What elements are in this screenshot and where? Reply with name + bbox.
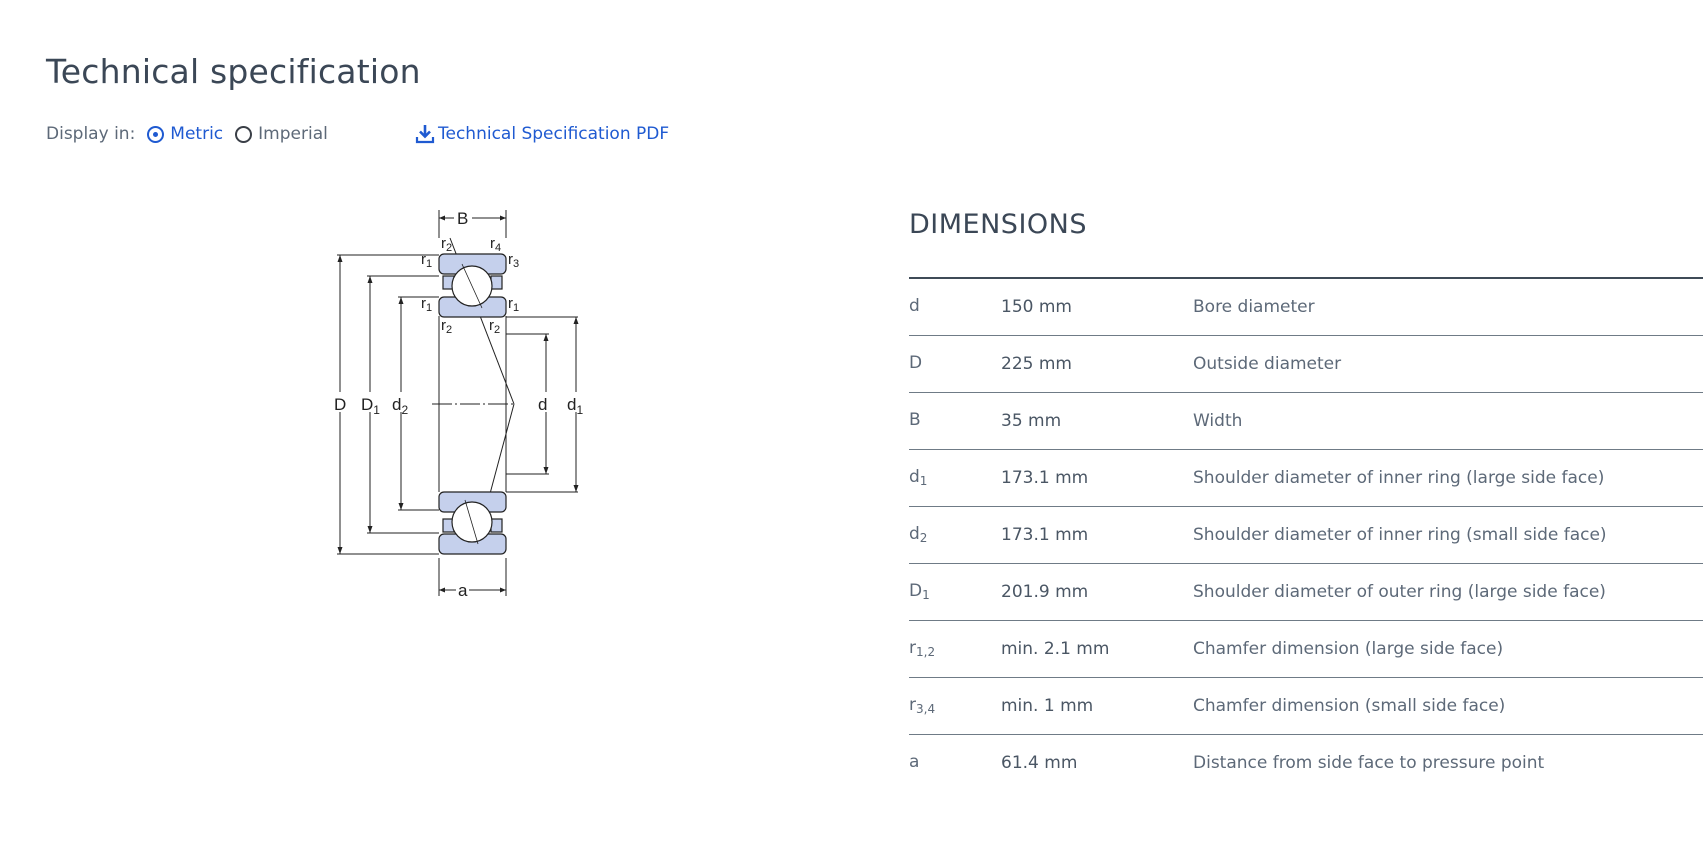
row-symbol: D1	[909, 581, 930, 602]
row-symbol: D	[909, 353, 923, 373]
row-value: min. 1 mm	[1001, 695, 1094, 716]
row-symbol: d	[909, 296, 920, 317]
row-value: 35 mm	[1001, 410, 1062, 431]
row-description: Shoulder diameter of inner ring (small s…	[1193, 524, 1607, 545]
chamfer-label-r4: r4	[490, 235, 501, 254]
dim-label-d: d	[538, 395, 547, 414]
table-row: D 225 mm Outside diameter	[909, 335, 1703, 392]
dim-label-D: D	[334, 395, 346, 414]
row-symbol: B	[909, 410, 921, 430]
dim-label-d1: d1	[567, 395, 583, 417]
row-symbol: r1,2	[909, 638, 936, 659]
row-symbol: r3,4	[909, 695, 936, 716]
row-value: 150 mm	[1001, 296, 1072, 317]
table-row: d1 173.1 mm Shoulder diameter of inner r…	[909, 449, 1703, 506]
row-description: Chamfer dimension (small side face)	[1193, 695, 1506, 716]
table-row: D1 201.9 mm Shoulder diameter of outer r…	[909, 563, 1703, 620]
chamfer-label-r2-top: r2	[441, 235, 452, 254]
imperial-radio[interactable]: Imperial	[235, 124, 328, 144]
row-value: 61.4 mm	[1001, 752, 1078, 773]
row-description: Shoulder diameter of outer ring (large s…	[1193, 581, 1606, 602]
imperial-radio-label[interactable]: Imperial	[258, 124, 328, 144]
chamfer-label-r1-left: r1	[421, 295, 432, 314]
table-row: r3,4 min. 1 mm Chamfer dimension (small …	[909, 677, 1703, 734]
chamfer-label-r1-top: r1	[421, 251, 432, 270]
chamfer-label-r2-bottom-left: r2	[441, 317, 452, 336]
row-description: Outside diameter	[1193, 353, 1342, 374]
dimensions-heading: DIMENSIONS	[909, 209, 1087, 240]
dim-label-D1: D1	[361, 395, 380, 417]
dimensions-table: d 150 mm Bore diameter D 225 mm Outside …	[909, 277, 1703, 791]
dim-label-a: a	[458, 581, 468, 600]
row-symbol: d2	[909, 524, 928, 545]
row-value: min. 2.1 mm	[1001, 638, 1110, 659]
chamfer-label-r2-bottom-right: r2	[489, 317, 500, 336]
metric-radio-circle[interactable]	[147, 125, 165, 143]
row-symbol: a	[909, 752, 920, 773]
row-description: Chamfer dimension (large side face)	[1193, 638, 1504, 659]
technical-specification-pdf-link[interactable]: Technical Specification PDF	[415, 120, 669, 148]
metric-radio[interactable]: Metric	[147, 124, 223, 144]
table-row: r1,2 min. 2.1 mm Chamfer dimension (larg…	[909, 620, 1703, 677]
row-description: Shoulder diameter of inner ring (large s…	[1193, 467, 1605, 488]
metric-radio-label[interactable]: Metric	[170, 124, 224, 144]
row-value: 201.9 mm	[1001, 581, 1089, 602]
table-row: d 150 mm Bore diameter	[909, 278, 1703, 335]
row-description: Width	[1193, 410, 1243, 431]
chamfer-label-r1-right: r1	[508, 295, 519, 314]
row-value: 173.1 mm	[1001, 524, 1089, 545]
table-row: B 35 mm Width	[909, 392, 1703, 449]
page-title: Technical specification	[46, 52, 421, 91]
row-value: 173.1 mm	[1001, 467, 1089, 488]
bearing-drawing: B a D D1 d2 d d1 r2 r4 r1 r3 r1 r1 r2 r2	[334, 209, 583, 600]
pdf-link-label[interactable]: Technical Specification PDF	[438, 124, 670, 144]
display-in-label: Display in:	[46, 124, 136, 144]
row-symbol: d1	[909, 467, 928, 488]
table-row: a 61.4 mm Distance from side face to pre…	[909, 734, 1703, 791]
table-row: d2 173.1 mm Shoulder diameter of inner r…	[909, 506, 1703, 563]
imperial-radio-circle[interactable]	[235, 125, 253, 143]
dim-label-b: B	[457, 209, 468, 228]
row-description: Distance from side face to pressure poin…	[1193, 752, 1545, 773]
row-description: Bore diameter	[1193, 296, 1315, 317]
dim-label-d2: d2	[392, 395, 408, 417]
download-icon	[415, 125, 435, 144]
chamfer-label-r3: r3	[508, 251, 519, 270]
row-value: 225 mm	[1001, 353, 1072, 374]
unit-display-selector: Display in: Metric Imperial	[46, 120, 340, 148]
